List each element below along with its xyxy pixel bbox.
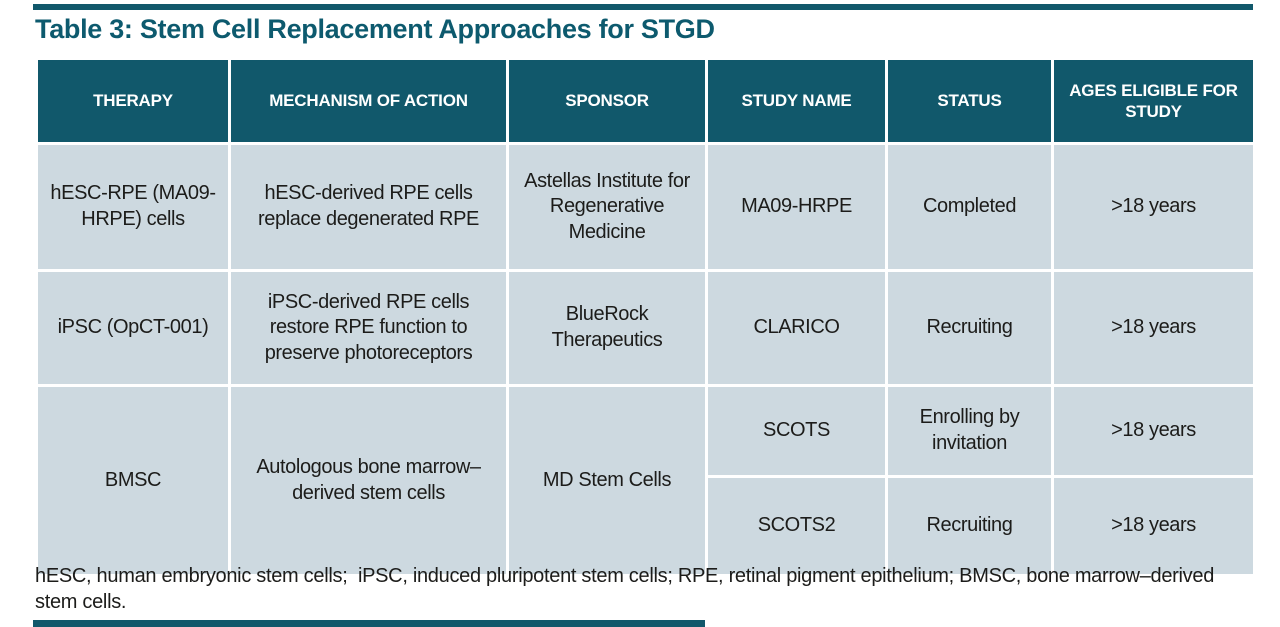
table-row-hesc-rpe: hESC-RPE (MA09-HRPE) cells hESC-derived … bbox=[35, 142, 1256, 272]
cell-study-name: SCOTS bbox=[705, 384, 888, 478]
col-header-status: STATUS bbox=[885, 57, 1054, 145]
cell-status: Enrolling by invitation bbox=[885, 384, 1054, 478]
cell-ages: >18 years bbox=[1051, 475, 1256, 577]
abbreviations-footnote: hESC, human embryonic stem cells; iPSC, … bbox=[35, 565, 1220, 613]
col-header-ages-eligible: AGES ELIGIBLE FOR STUDY bbox=[1051, 57, 1256, 145]
bottom-rule bbox=[33, 620, 705, 627]
cell-status: Completed bbox=[885, 142, 1054, 272]
cell-ages: >18 years bbox=[1051, 269, 1256, 387]
cell-study-name: CLARICO bbox=[705, 269, 888, 387]
table-header-row: THERAPY MECHANISM OF ACTION SPONSOR STUD… bbox=[35, 57, 1256, 145]
col-header-sponsor: SPONSOR bbox=[506, 57, 708, 145]
cell-status: Recruiting bbox=[885, 269, 1054, 387]
cell-ages: >18 years bbox=[1051, 142, 1256, 272]
stem-cell-table: THERAPY MECHANISM OF ACTION SPONSOR STUD… bbox=[35, 57, 1256, 577]
top-rule bbox=[33, 4, 1253, 10]
cell-sponsor: BlueRock Therapeutics bbox=[506, 269, 708, 387]
cell-therapy: iPSC (OpCT-001) bbox=[35, 269, 231, 387]
col-header-mechanism: MECHANISM OF ACTION bbox=[228, 57, 509, 145]
cell-therapy: BMSC bbox=[35, 384, 231, 577]
cell-sponsor: Astellas Institute for Regenerative Medi… bbox=[506, 142, 708, 272]
cell-sponsor: MD Stem Cells bbox=[506, 384, 708, 577]
cell-study-name: MA09-HRPE bbox=[705, 142, 888, 272]
cell-mechanism: Autologous bone marrow–derived stem cell… bbox=[228, 384, 509, 577]
table-title: Table 3: Stem Cell Replacement Approache… bbox=[35, 14, 715, 44]
col-header-study-name: STUDY NAME bbox=[705, 57, 888, 145]
cell-mechanism: hESC-derived RPE cells replace degenerat… bbox=[228, 142, 509, 272]
col-header-therapy: THERAPY bbox=[35, 57, 231, 145]
cell-mechanism: iPSC-derived RPE cells restore RPE funct… bbox=[228, 269, 509, 387]
cell-study-name: SCOTS2 bbox=[705, 475, 888, 577]
cell-ages: >18 years bbox=[1051, 384, 1256, 478]
table-row-bmsc-scots: BMSC Autologous bone marrow–derived stem… bbox=[35, 384, 1256, 577]
cell-status: Recruiting bbox=[885, 475, 1054, 577]
cell-therapy: hESC-RPE (MA09-HRPE) cells bbox=[35, 142, 231, 272]
table-row-bmsc-scots2: SCOTS2 Recruiting >18 years bbox=[37, 475, 1256, 577]
table-row-ipsc: iPSC (OpCT-001) iPSC-derived RPE cells r… bbox=[35, 269, 1256, 387]
